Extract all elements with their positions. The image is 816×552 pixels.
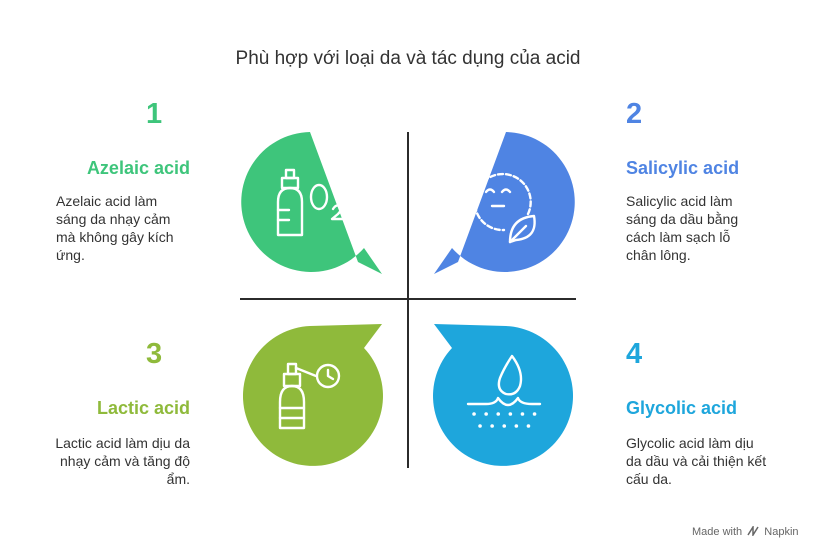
face-leaf-icon: [473, 172, 536, 244]
item-3-bubble: [242, 324, 383, 466]
item-4-number: 4: [626, 338, 643, 370]
vertical-divider: [407, 132, 409, 468]
napkin-brand-label: Napkin: [764, 526, 799, 538]
item-2-description: Salicylic acid làm sáng da dầu bằng cách…: [626, 193, 739, 263]
item-1-heading: Azelaic acid: [86, 158, 190, 178]
diagram-title: Phù hợp với loại da và tác dụng của acid: [235, 48, 581, 69]
item-1-description: Azelaic acid làm sáng da nhạy cảm mà khô…: [56, 193, 174, 263]
horizontal-divider: [240, 298, 576, 300]
bottle-oxygen-icon: [276, 168, 345, 237]
item-4-bubble: [433, 324, 574, 466]
napkin-logo-icon: [747, 524, 759, 538]
item-3-description: Lactic acid làm dịu da nhạy cảm và tăng …: [55, 435, 190, 487]
item-3-heading: Lactic acid: [96, 398, 190, 418]
made-with-label: Made with: [692, 526, 743, 538]
item-2-heading: Salicylic acid: [626, 158, 740, 178]
spray-bottle-clock-icon: [278, 362, 341, 430]
skin-droplet-icon: [466, 354, 542, 428]
item-4-heading: Glycolic acid: [626, 398, 738, 418]
item-2-number: 2: [626, 98, 643, 130]
item-4-description: Glycolic acid làm dịu da dầu và cải thiệ…: [626, 435, 767, 487]
item-1-number: 1: [146, 98, 163, 130]
made-with-footer: Made with Napkin: [692, 524, 799, 538]
item-1-bubble: [241, 132, 382, 274]
item-3-number: 3: [146, 338, 163, 370]
item-2-bubble: [434, 132, 575, 274]
